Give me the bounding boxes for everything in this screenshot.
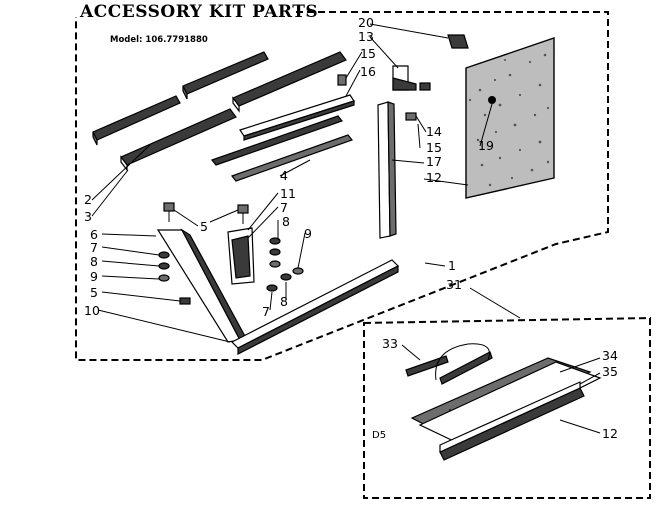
callout-14: 14: [426, 124, 442, 139]
callout-15: 15: [360, 46, 376, 61]
post-part-17: [377, 101, 397, 239]
strip-part-33: [405, 343, 493, 385]
callout-15-lower: 15: [426, 140, 442, 155]
foam-panel-part-12: [465, 37, 555, 199]
section-code: D5: [372, 430, 386, 441]
callout-17: 17: [426, 154, 442, 169]
callout-35: 35: [602, 364, 618, 379]
screw-part-15: [337, 74, 431, 121]
callout-2: 2: [84, 192, 92, 207]
callout-6: 6: [90, 227, 98, 242]
callout-7: 7: [280, 200, 288, 215]
channel-bar-part-2: [92, 51, 269, 146]
callout-34: 34: [602, 348, 618, 363]
callout-31: 31: [446, 277, 462, 292]
callout-4: 4: [280, 168, 288, 183]
channel-bar-part-3: [120, 51, 347, 172]
callout-8: 8: [282, 214, 290, 229]
diagram-title: ACCESSORY KIT PARTS: [79, 2, 318, 22]
callout-33: 33: [382, 336, 398, 351]
callout-19: 19: [478, 138, 494, 153]
callout-12-sub: 12: [602, 426, 618, 441]
callout-8-bottom: 8: [280, 294, 288, 309]
angle-rail-part-16: [239, 94, 355, 141]
callout-11: 11: [280, 186, 296, 201]
callout-10: 10: [84, 303, 100, 318]
callout-5: 5: [200, 219, 208, 234]
callout-9-left: 9: [90, 269, 98, 284]
callout-3: 3: [84, 209, 92, 224]
callout-7-bottom: 7: [262, 304, 270, 319]
callout-1: 1: [448, 258, 456, 273]
callouts: 20 13 15 16 14 15 17 12 19 4 11 7 8 9 2 …: [84, 15, 618, 441]
callout-7-left: 7: [90, 240, 98, 255]
base-rail-part-10: [230, 259, 400, 355]
callout-9: 9: [304, 226, 312, 241]
callout-12: 12: [426, 170, 442, 185]
model-number: Model: 106.7791880: [110, 35, 208, 45]
rail-part-4: [211, 115, 353, 182]
callout-16: 16: [360, 64, 376, 79]
callout-5-left: 5: [90, 285, 98, 300]
sub-kit-boundary: [363, 316, 651, 499]
bracket-part-13: [392, 65, 417, 91]
u-bracket-part-11: [227, 227, 255, 285]
foam-block-part-20: [447, 34, 469, 49]
leader-lines: [91, 23, 601, 434]
callout-8-left: 8: [90, 254, 98, 269]
washer-nut-set: [158, 237, 304, 292]
tray-part-35: [418, 361, 602, 461]
callout-13: 13: [358, 29, 374, 44]
callout-20: 20: [358, 15, 374, 30]
main-kit-boundary: [75, 11, 609, 361]
